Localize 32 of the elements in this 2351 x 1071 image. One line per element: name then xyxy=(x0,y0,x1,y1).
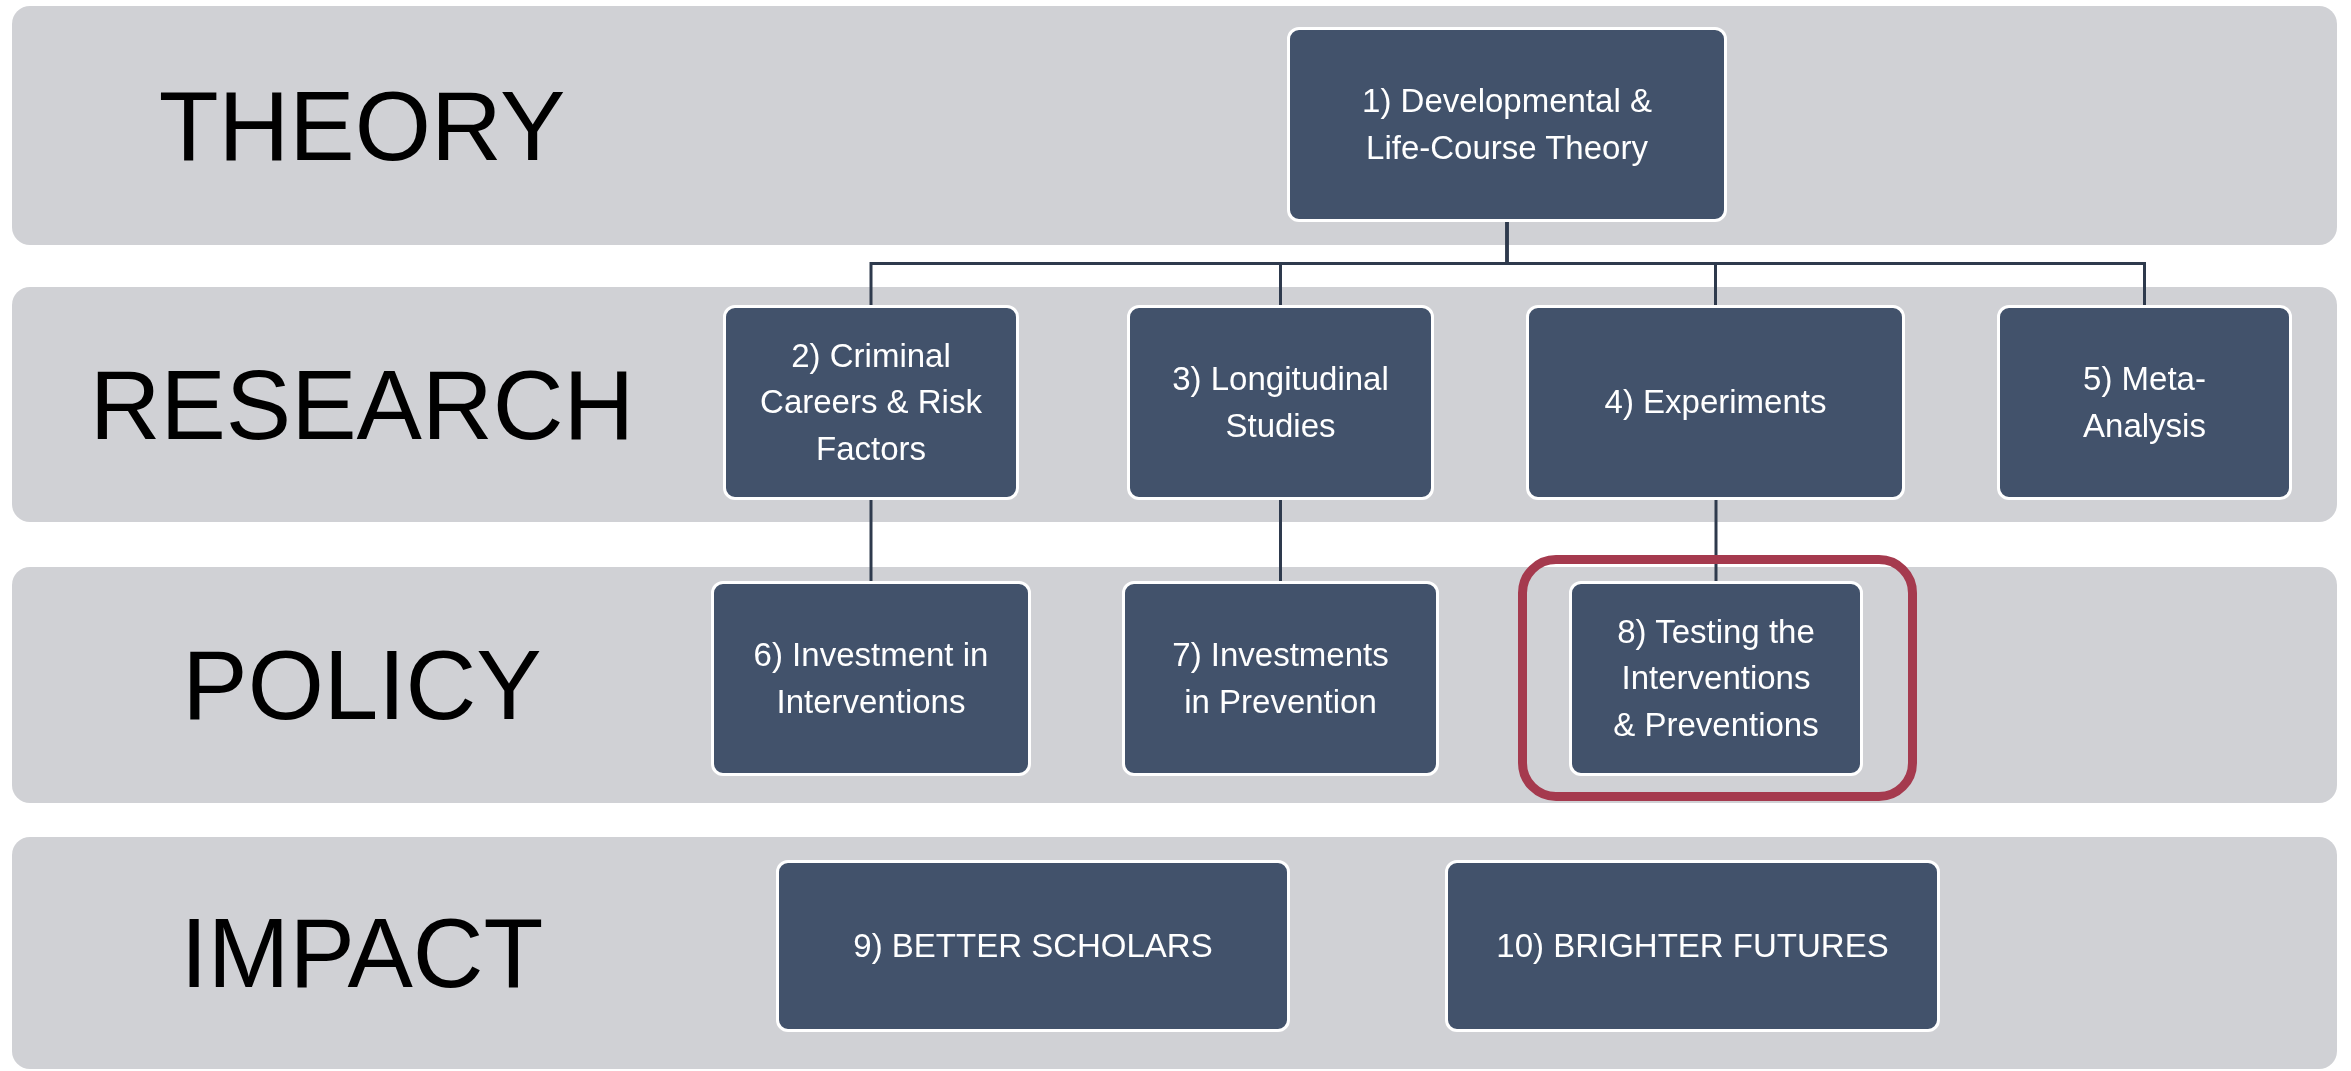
box-label: 9) BETTER SCHOLARS xyxy=(853,925,1213,966)
box-label: 8) Testing the Interventions & Preventions xyxy=(1612,612,1820,745)
process-box xyxy=(1997,305,2292,500)
connector-line xyxy=(869,500,873,581)
row-band xyxy=(12,837,2337,1069)
connector-line xyxy=(1505,222,2146,305)
box-label: 10) BRIGHTER FUTURES xyxy=(1496,925,1889,966)
process-box xyxy=(1287,27,1727,222)
box-label: 7) Investments in Prevention xyxy=(1171,635,1390,722)
process-box xyxy=(711,581,1031,776)
row-band xyxy=(12,287,2337,522)
box-label: 1) Developmental & Life-Course Theory xyxy=(1361,81,1653,168)
process-box xyxy=(723,305,1019,500)
box-label: 4) Experiments xyxy=(1604,382,1827,423)
box-label: 3) Longitudinal Studies xyxy=(1171,359,1390,446)
highlight-frame xyxy=(1518,555,1917,801)
row-heading: THEORY xyxy=(157,69,567,182)
process-box xyxy=(1526,305,1905,500)
process-box xyxy=(1445,860,1940,1032)
row-heading: IMPACT xyxy=(179,896,545,1010)
box-label: 5) Meta-Analysis xyxy=(2082,359,2207,446)
box-label: 6) Investment in Interventions xyxy=(752,635,990,722)
row-heading: POLICY xyxy=(181,628,543,742)
process-box xyxy=(1122,581,1439,776)
row-band xyxy=(12,6,2337,245)
process-box xyxy=(1569,581,1863,776)
connector-line xyxy=(1714,500,1718,581)
process-box xyxy=(776,860,1290,1032)
box-label: 2) Criminal Careers & Risk Factors xyxy=(759,336,983,469)
connector-line xyxy=(1279,500,1282,581)
process-box xyxy=(1127,305,1434,500)
row-heading: RESEARCH xyxy=(88,348,636,461)
